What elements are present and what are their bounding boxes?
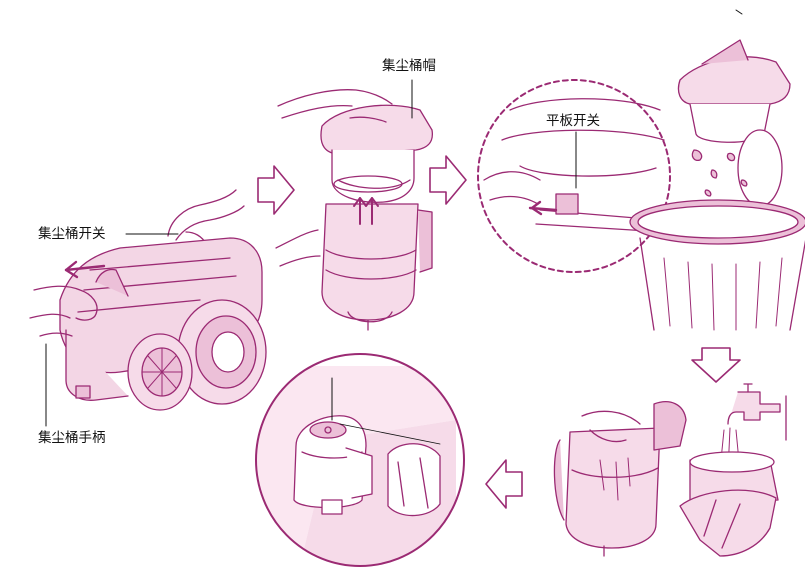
vacuum-body-illustration (29, 189, 267, 427)
plate-switch-label: 平板开关 (546, 113, 600, 129)
step-arrow-right-1 (257, 165, 295, 215)
washing-illustration (553, 383, 787, 557)
dust-disposal-illustration (477, 39, 805, 331)
dust-bin-cap-illustration (275, 79, 434, 331)
bin-handle-label: 集尘桶手柄 (38, 430, 106, 446)
step-arrow-left (485, 459, 523, 509)
step-arrow-right-2 (429, 155, 467, 205)
bin-cap-label: 集尘桶帽 (382, 58, 436, 74)
step-arrow-down (691, 347, 741, 383)
bin-switch-label: 集尘桶开关 (38, 226, 106, 242)
reassembly-illustration (255, 353, 465, 567)
